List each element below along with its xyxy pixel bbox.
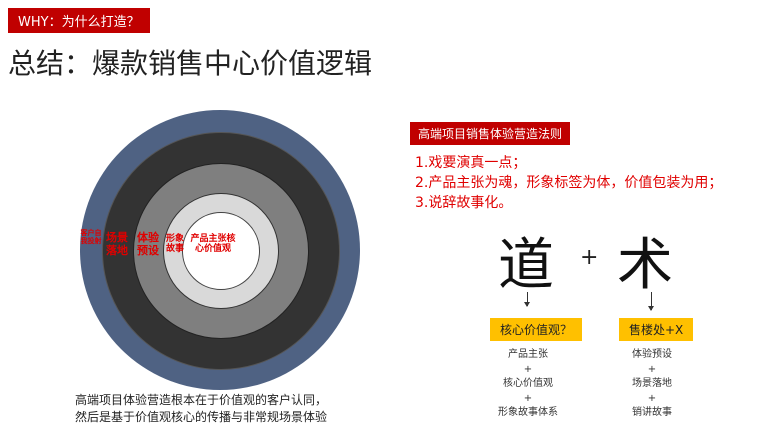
summary-text: 高端项目体验营造根本在于价值观的客户认同， 然后是基于价值观核心的传播与非常规场…	[75, 392, 327, 427]
label-outer: 客户自我投射	[80, 229, 102, 246]
rules-heading: 高端项目销售体验营造法则	[410, 122, 571, 145]
why-banner: WHY：为什么打造？	[8, 8, 150, 33]
label-ring4: 形象故事	[165, 234, 184, 255]
label-ring3: 体验预设	[137, 231, 159, 257]
plus-sign: +	[580, 245, 599, 270]
list-item: 体验预设	[632, 349, 672, 360]
sales-office-tag: 售楼处+X	[619, 318, 694, 341]
list-plus: +	[523, 392, 533, 404]
label-core: 产品主张核心价值观	[190, 234, 236, 255]
label-ring2: 场景落地	[106, 231, 128, 257]
list-plus: +	[523, 363, 533, 375]
shu-char: 术	[617, 233, 673, 298]
summary-line: 然后是基于价值观核心的传播与非常规场景体验	[75, 410, 328, 425]
list-plus: +	[647, 363, 657, 375]
list-item: 场景落地	[632, 378, 672, 389]
list-plus: +	[647, 392, 657, 404]
list-item: 形象故事体系	[498, 407, 558, 418]
ring-core	[182, 212, 260, 290]
summary-line: 高端项目体验营造根本在于价值观的客户认同，	[75, 393, 328, 407]
arrow-down-icon	[524, 292, 530, 307]
rule-item: 2.产品主张为魂，形象标签为体，价值包装为用；	[415, 175, 723, 191]
dao-char: 道	[498, 233, 554, 298]
right-list: 体验预设 + 场景落地 + 销讲故事	[592, 348, 712, 421]
core-value-tag: 核心价值观？	[490, 318, 583, 341]
list-item: 产品主张	[508, 349, 548, 360]
arrow-down-icon	[648, 292, 654, 311]
left-list: 产品主张 + 核心价值观 + 形象故事体系	[468, 348, 588, 421]
rule-item: 3.说辞故事化。	[415, 195, 513, 211]
list-item: 销讲故事	[632, 407, 672, 418]
list-item: 核心价值观	[503, 378, 553, 389]
rule-item: 1.戏要演真一点；	[415, 155, 527, 171]
page-title: 总结：爆款销售中心价值逻辑	[8, 47, 373, 80]
